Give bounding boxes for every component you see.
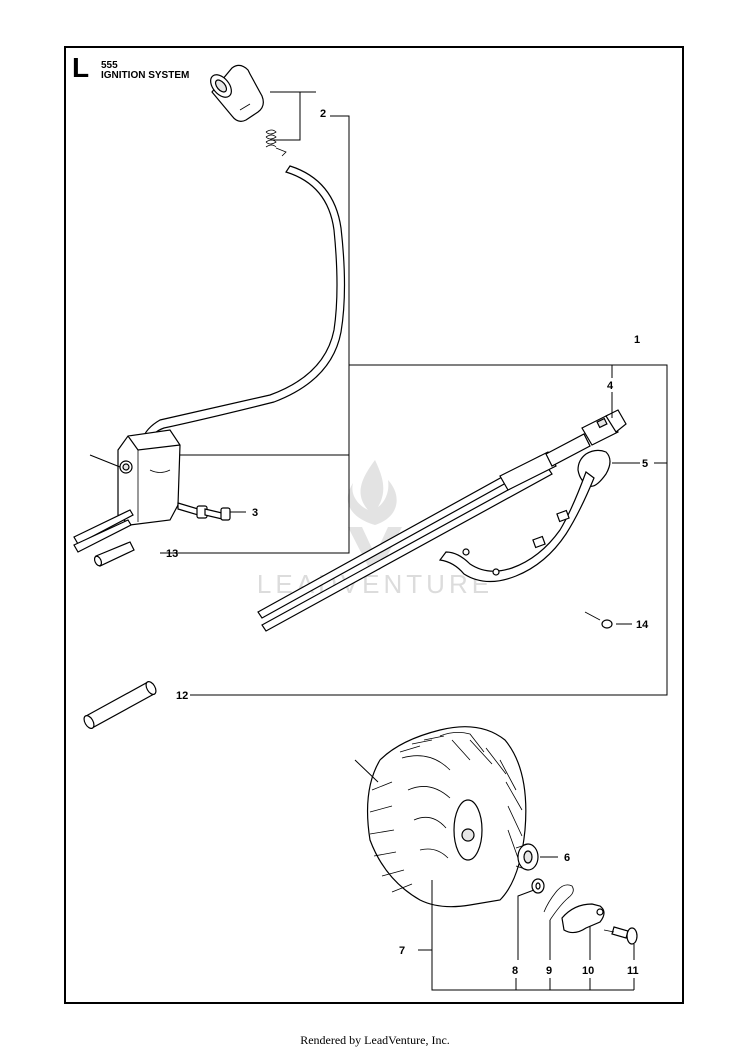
callout-6[interactable]: 6 — [564, 852, 570, 864]
washer[interactable] — [531, 878, 545, 894]
callout-14[interactable]: 14 — [636, 619, 649, 631]
callout-4[interactable]: 4 — [607, 380, 614, 392]
callout-2[interactable]: 2 — [320, 108, 326, 120]
pin-sleeve[interactable] — [93, 541, 135, 567]
ignition-lead[interactable] — [141, 165, 346, 445]
flywheel[interactable] — [366, 726, 527, 908]
callout-10[interactable]: 10 — [582, 965, 594, 977]
wiring-harness[interactable] — [257, 433, 591, 632]
leader-lines — [89, 91, 668, 991]
harness-connector[interactable] — [581, 409, 627, 446]
spark-plug-spring[interactable] — [265, 129, 287, 157]
spark-plug-boot[interactable] — [207, 64, 264, 122]
callout-5[interactable]: 5 — [642, 458, 648, 470]
callout-11[interactable]: 11 — [627, 965, 639, 977]
section-title: IGNITION SYSTEM — [101, 70, 190, 81]
diagram-frame — [64, 46, 684, 1004]
model-number: 555 — [101, 60, 118, 71]
callout-7[interactable]: 7 — [399, 945, 405, 957]
harness-bracket[interactable] — [438, 449, 611, 583]
flywheel-nut[interactable] — [515, 843, 539, 871]
callout-9[interactable]: 9 — [546, 965, 552, 977]
callout-13[interactable]: 13 — [166, 548, 178, 560]
bracket-screw[interactable] — [584, 611, 613, 629]
callout-1[interactable]: 1 — [634, 334, 640, 346]
callout-8[interactable]: 8 — [512, 965, 518, 977]
module-screw[interactable] — [177, 502, 231, 521]
pawl-spring[interactable] — [543, 884, 574, 921]
ignition-module[interactable] — [73, 429, 181, 553]
callout-3[interactable]: 3 — [252, 507, 258, 519]
insulation-tube[interactable] — [82, 680, 158, 730]
footer-credit: Rendered by LeadVenture, Inc. — [300, 1033, 450, 1047]
pawl-screw[interactable] — [603, 926, 638, 945]
section-letter: L — [72, 52, 90, 83]
callout-12[interactable]: 12 — [176, 690, 188, 702]
starter-pawl[interactable] — [561, 903, 605, 934]
